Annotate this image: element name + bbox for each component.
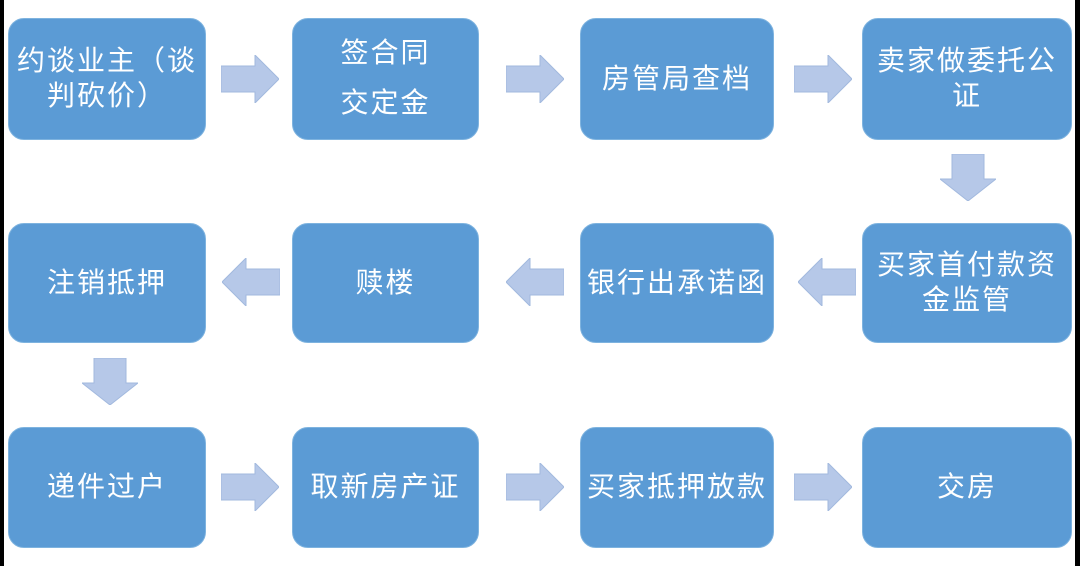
left-black-bar — [0, 0, 4, 566]
flow-step-1-label: 约谈业主（谈 判砍价） — [16, 46, 197, 112]
flow-step-7-label: 赎楼 — [355, 267, 416, 299]
arrow-down-icon — [82, 358, 138, 405]
arrow-right-icon — [221, 55, 279, 103]
flow-step-8-label: 注销抵押 — [46, 267, 167, 299]
arrow-left-icon — [222, 258, 280, 306]
flow-step-8-cancel-mortgage: 注销抵押 — [8, 223, 206, 343]
arrow-right-icon — [794, 463, 852, 511]
flow-step-9-label: 递件过户 — [46, 472, 167, 503]
flow-step-11-buyer-mortgage-loan: 买家抵押放款 — [580, 427, 774, 548]
arrow-left-icon — [798, 258, 856, 306]
flow-step-2-sign-contract-deposit: 签合同 交定金 — [292, 18, 479, 140]
flow-step-1-negotiate-owner: 约谈业主（谈 判砍价） — [8, 18, 206, 140]
flow-step-9-submit-transfer: 递件过户 — [8, 427, 206, 548]
arrow-right-icon — [506, 463, 564, 511]
arrow-right-icon — [794, 55, 852, 103]
flow-step-10-label: 取新房产证 — [310, 472, 461, 503]
flow-step-7-redeem-property: 赎楼 — [292, 223, 479, 343]
arrow-down-icon — [940, 154, 996, 201]
flow-step-12-handover: 交房 — [862, 427, 1072, 548]
flow-step-4-seller-notarization: 卖家做委托公 证 — [862, 18, 1072, 140]
flow-step-3-housing-bureau-check: 房管局查档 — [580, 18, 774, 140]
flow-step-6-bank-commitment-letter: 银行出承诺函 — [580, 223, 774, 343]
arrow-right-icon — [506, 55, 564, 103]
flow-step-6-label: 银行出承诺函 — [586, 267, 767, 299]
flow-step-3-label: 房管局查档 — [601, 63, 752, 95]
arrow-left-icon — [506, 258, 564, 306]
flow-step-4-label: 卖家做委托公 证 — [876, 46, 1057, 112]
flow-step-5-label: 买家首付款资 金监管 — [876, 250, 1057, 316]
flow-step-2-label: 签合同 交定金 — [340, 37, 431, 119]
arrow-right-icon — [221, 463, 279, 511]
right-black-bar — [1075, 0, 1080, 566]
flow-step-5-buyer-downpayment-escrow: 买家首付款资 金监管 — [862, 223, 1072, 343]
flow-step-12-label: 交房 — [936, 472, 997, 503]
flow-step-11-label: 买家抵押放款 — [586, 472, 767, 503]
flow-step-10-get-new-deed: 取新房产证 — [292, 427, 479, 548]
